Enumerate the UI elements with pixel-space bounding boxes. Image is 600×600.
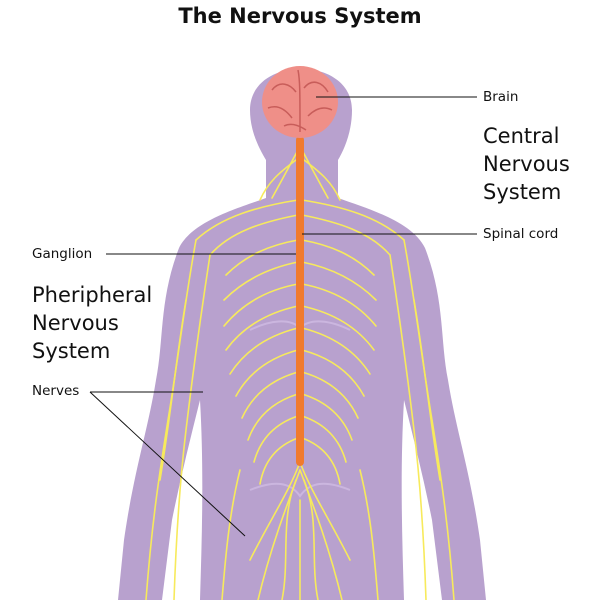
central-nervous-system-label: Central Nervous System bbox=[483, 122, 570, 206]
peripheral-line-1: Pheripheral bbox=[32, 283, 153, 307]
central-line-3: System bbox=[483, 180, 562, 204]
brain-label: Brain bbox=[483, 89, 519, 105]
peripheral-nervous-system-label: Pheripheral Nervous System bbox=[32, 281, 152, 365]
ganglion-label: Ganglion bbox=[32, 246, 93, 262]
hip-contour bbox=[249, 482, 351, 498]
nerve-network bbox=[145, 149, 455, 600]
spinal-cord-label: Spinal cord bbox=[483, 226, 559, 242]
central-line-1: Central bbox=[483, 124, 560, 148]
brain-icon bbox=[262, 66, 338, 138]
leader-lines bbox=[89, 96, 477, 537]
nerves-leader-line-lower bbox=[89, 391, 246, 537]
central-line-2: Nervous bbox=[483, 152, 570, 176]
peripheral-line-2: Nervous bbox=[32, 311, 119, 335]
peripheral-line-3: System bbox=[32, 339, 111, 363]
nerves-label: Nerves bbox=[32, 383, 80, 399]
diagram-title: The Nervous System bbox=[178, 4, 422, 28]
